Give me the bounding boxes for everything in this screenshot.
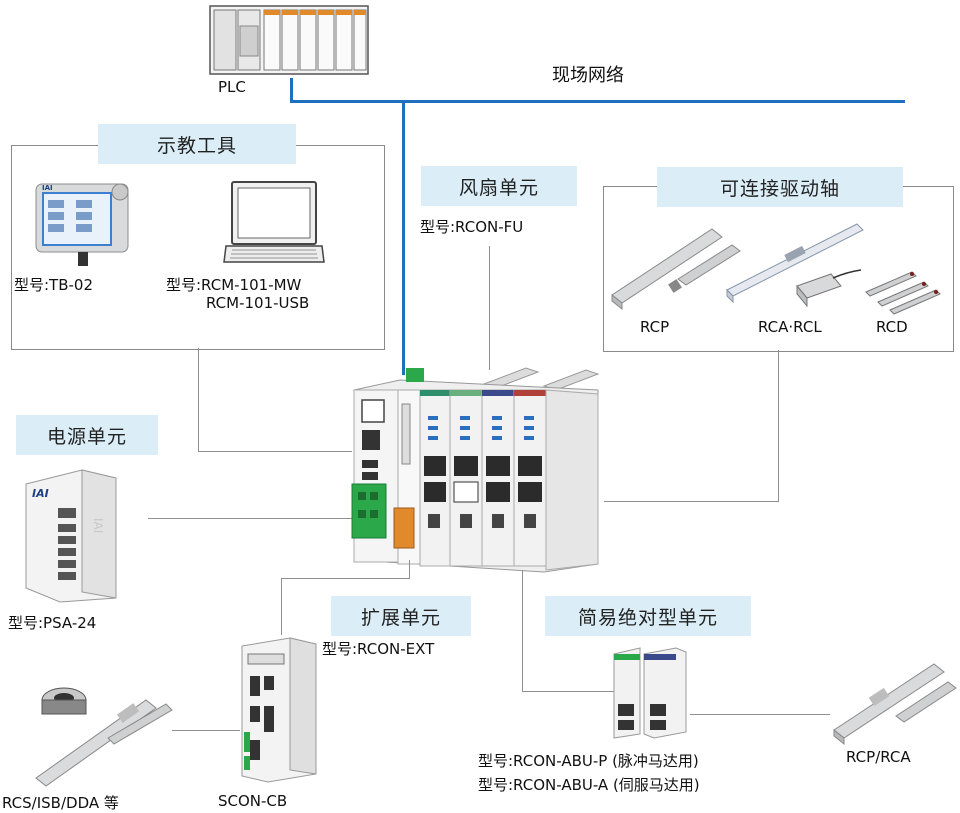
teaching-pendant-model: 型号:TB-02 xyxy=(14,276,94,294)
plc-device xyxy=(209,5,369,75)
actuator-label-rcd: RCD xyxy=(876,318,908,336)
rcp-rca-actuator-image xyxy=(833,663,957,746)
rcd-actuator-image xyxy=(865,271,941,315)
scon-cb-image xyxy=(241,637,317,783)
absolute-unit-title: 简易绝对型单元 xyxy=(545,596,751,636)
network-line-horizontal xyxy=(290,100,905,103)
rcon-controller-image xyxy=(351,367,600,573)
wire-expansion-down xyxy=(409,560,410,579)
rcp-rca-label: RCP/RCA xyxy=(846,748,911,766)
fan-unit-model: 型号:RCON-FU xyxy=(420,218,524,236)
svg-text:IAI: IAI xyxy=(42,184,53,192)
network-line-controller-drop xyxy=(402,100,405,375)
absolute-unit-model-a: 型号:RCON-ABU-A (伺服马达用) xyxy=(478,776,700,794)
rcs-isb-dda-image xyxy=(35,687,173,787)
actuator-label-rca-rcl: RCA·RCL xyxy=(758,318,822,336)
expansion-unit-title: 扩展单元 xyxy=(331,596,471,636)
wire-absolute-right xyxy=(522,691,614,692)
laptop-pc-model-2: RCM-101-USB xyxy=(206,294,310,312)
network-line-plc-drop xyxy=(290,78,293,102)
wire-rcs-scon xyxy=(172,730,240,731)
wire-actuators-down xyxy=(778,350,779,502)
laptop-pc-model-1: 型号:RCM-101-MW xyxy=(166,276,302,294)
scon-cb-label: SCON-CB xyxy=(218,792,288,810)
plc-label: PLC xyxy=(218,78,246,96)
wire-actuators-left xyxy=(604,501,779,502)
power-unit-model: 型号:PSA-24 xyxy=(8,614,97,632)
wire-teaching-right xyxy=(198,451,352,452)
network-label: 现场网络 xyxy=(552,65,624,86)
rcp-actuator-image xyxy=(611,228,741,311)
svg-text:IAI: IAI xyxy=(91,518,105,533)
teaching-tools-title: 示教工具 xyxy=(98,124,296,164)
wire-expansion-to-scon xyxy=(281,578,282,635)
wire-absolute-down xyxy=(522,570,523,692)
wire-expansion-left xyxy=(281,578,410,579)
laptop-pc-image xyxy=(223,181,325,263)
rca-rcl-actuator-image xyxy=(726,223,864,308)
wire-fan xyxy=(489,246,490,370)
rcs-isb-dda-label: RCS/ISB/DDA 等 xyxy=(2,794,119,812)
teaching-pendant-image: IAI xyxy=(35,183,129,266)
wire-absolute-rcp xyxy=(690,714,830,715)
wire-power xyxy=(148,518,352,519)
power-unit-title: 电源单元 xyxy=(16,415,158,455)
actuator-label-rcp: RCP xyxy=(640,318,670,336)
power-unit-image: IAI xyxy=(25,469,117,603)
wire-teaching-down xyxy=(198,348,199,452)
power-unit-logo: IAI xyxy=(32,487,49,500)
absolute-unit-model-p: 型号:RCON-ABU-P (脉冲马达用) xyxy=(478,752,699,770)
absolute-unit-image xyxy=(613,647,687,739)
fan-unit-title: 风扇单元 xyxy=(421,166,577,206)
actuators-title: 可连接驱动轴 xyxy=(657,167,903,207)
expansion-unit-model: 型号:RCON-EXT xyxy=(322,640,435,658)
